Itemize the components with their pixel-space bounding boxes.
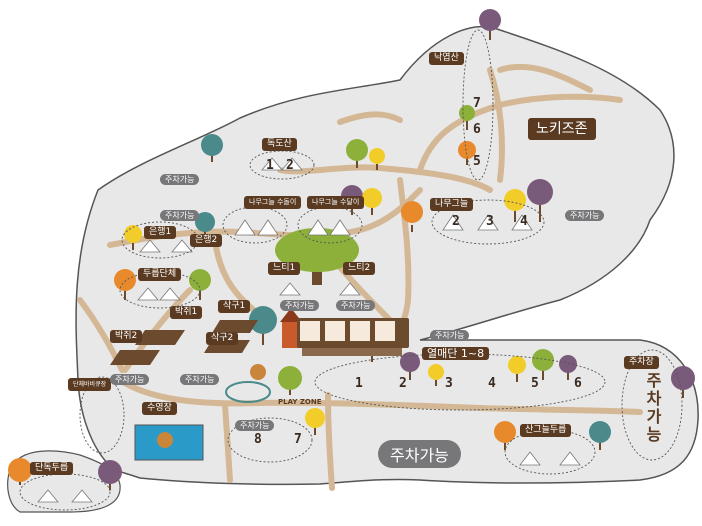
- site-number: 2: [399, 376, 407, 391]
- tree-icon: [201, 134, 223, 162]
- label-neuti2: 느티2: [343, 262, 376, 275]
- site-number: 5: [473, 154, 481, 169]
- label-namugeuneul-sunari: 나무그늘 수달이: [307, 196, 365, 209]
- label-suyeong: 수영장: [142, 402, 177, 415]
- tree-icon: [124, 225, 142, 250]
- parking-area-vertical: 주차가능: [643, 372, 662, 444]
- tree-icon: [428, 364, 444, 386]
- label-sangeuneul: 산그늘두릅: [520, 424, 572, 437]
- label-sauna: 단체바비큐장: [68, 378, 112, 391]
- label-sagu1: 삭구1: [218, 300, 251, 313]
- label-danjok: 단독두릅: [30, 462, 74, 475]
- label-bakjwi: 박쥐1: [170, 306, 203, 319]
- parking-area-big: 주차가능: [378, 440, 461, 468]
- tree-icon: [508, 356, 526, 382]
- tree-icon: [559, 355, 577, 380]
- label-bakjwi2: 박쥐2: [110, 330, 143, 343]
- parking-tag: 주차가능: [110, 374, 150, 385]
- site-number: 4: [488, 376, 496, 391]
- tree-icon: [401, 201, 423, 232]
- parking-tag: 주차가능: [565, 210, 605, 221]
- parking-tag: 주차가능: [336, 300, 376, 311]
- label-nokids: 노키즈존: [528, 118, 596, 140]
- tree-icon: [278, 366, 302, 395]
- site-number: 5: [531, 376, 539, 391]
- site-number: 6: [574, 376, 582, 391]
- tree-icon: [305, 408, 325, 435]
- label-eunhaeng2: 은행2: [190, 234, 223, 247]
- site-number: 2: [452, 214, 460, 229]
- tree-icon: [494, 421, 516, 450]
- site-number: 6: [473, 122, 481, 137]
- label-dancheong: 두릅단체: [138, 268, 182, 281]
- tree-icon: [362, 188, 382, 215]
- parking-tag: 주차가능: [160, 174, 200, 185]
- big-tree-icon: [275, 228, 359, 285]
- label-yeolmae: 열매단 1~8: [422, 347, 490, 360]
- site-number: 3: [486, 214, 494, 229]
- label-neuti1: 느티1: [268, 262, 301, 275]
- site-number: 4: [520, 214, 528, 229]
- tree-icon: [504, 189, 526, 222]
- tree-icon: [400, 352, 420, 380]
- label-sagu2: 삭구2: [206, 332, 239, 345]
- parking-tag: 주차가능: [160, 210, 200, 221]
- label-eunhaeng1: 은행1: [144, 226, 177, 239]
- label-play-zone: PLAY ZONE: [278, 398, 322, 406]
- label-namugeuneul: 나무그늘: [430, 198, 474, 211]
- site-number: 1: [355, 376, 363, 391]
- site-number: 2: [286, 158, 294, 173]
- tree-icon: [527, 179, 553, 222]
- tree-icon: [479, 9, 501, 40]
- parking-tag: 주차가능: [280, 300, 320, 311]
- site-number: 7: [473, 96, 481, 111]
- parking-tag: 주차가능: [430, 330, 470, 341]
- tree-icon: [346, 139, 368, 168]
- label-namugeuneul-sudori: 나무그늘 수돌이: [244, 196, 302, 209]
- tree-icon: [249, 306, 277, 345]
- tree-icon: [369, 148, 385, 170]
- label-parking-lot: 주차장: [624, 356, 659, 369]
- site-number: 3: [445, 376, 453, 391]
- parking-tag: 주차가능: [235, 420, 275, 431]
- tree-icon: [114, 269, 136, 300]
- tree-icon: [671, 366, 695, 398]
- label-nakyeop: 낙엽산: [429, 52, 464, 65]
- buildings: [134, 308, 409, 461]
- label-dokdo: 독도산: [262, 138, 297, 151]
- trees: [8, 9, 695, 490]
- site-number: 1: [266, 158, 274, 173]
- tree-icon: [532, 349, 554, 380]
- site-number: 7: [294, 432, 302, 447]
- parking-tag: 주차가능: [180, 374, 220, 385]
- site-number: 8: [254, 432, 262, 447]
- tree-icon: [589, 421, 611, 450]
- tree-icon: [8, 458, 32, 485]
- tents: [37, 157, 581, 503]
- tree-icon: [98, 460, 122, 490]
